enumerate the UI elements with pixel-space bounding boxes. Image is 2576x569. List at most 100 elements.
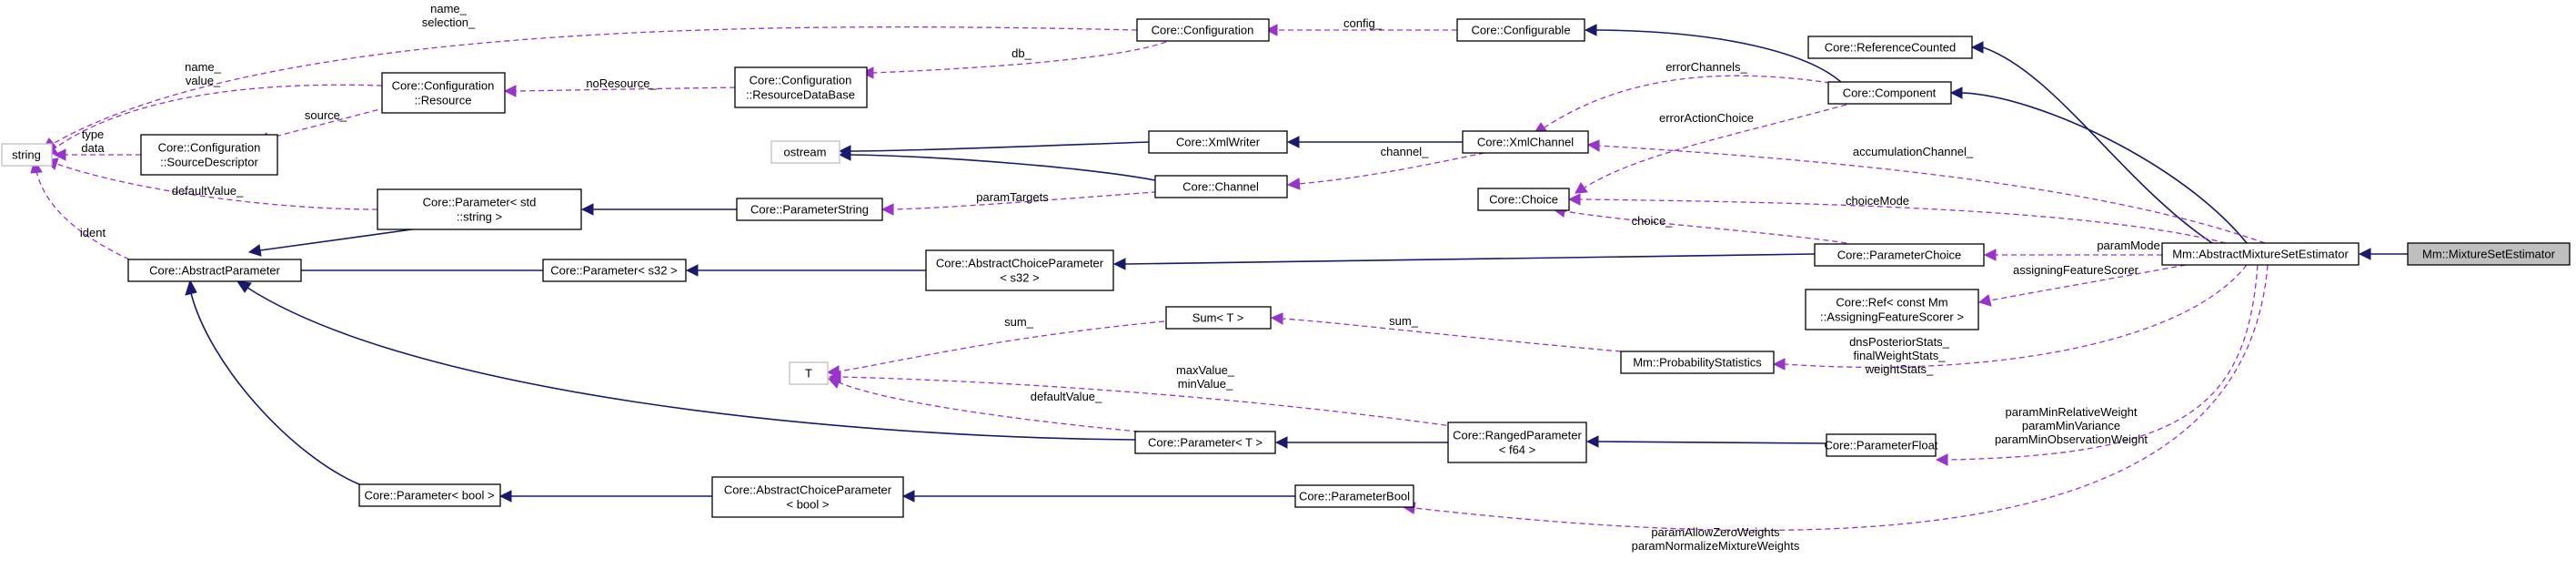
class-node-core-parameter-bool-class[interactable]: Core::ParameterBool xyxy=(1294,484,1414,508)
class-node-core-parameter-choice[interactable]: Core::ParameterChoice xyxy=(1814,243,1985,267)
edge-sum-to-t xyxy=(826,320,1174,378)
class-node-core-parameter-string[interactable]: Core::ParameterString xyxy=(736,198,883,221)
class-node-string[interactable]: string xyxy=(1,143,53,167)
svg-text:Core::ParameterBool: Core::ParameterBool xyxy=(1299,490,1410,503)
class-node-core-reference-counted[interactable]: Core::ReferenceCounted xyxy=(1807,36,1973,59)
class-node-core-parameter-bool[interactable]: Core::Parameter< bool > xyxy=(358,483,501,507)
class-node-core-ranged-parameter-f64[interactable]: Core::RangedParameter < f64 > xyxy=(1447,422,1587,463)
class-node-core-configurable[interactable]: Core::Configurable xyxy=(1456,18,1585,42)
edge-abstract-estimator-to-xml-channel xyxy=(1586,139,2266,244)
edge-parameter-bool-to-abstract-parameter xyxy=(185,279,360,485)
svg-text:value_: value_ xyxy=(186,74,221,87)
edge-label-error-channels: errorChannels_ xyxy=(1665,60,1747,74)
class-node-core-configuration-source-descriptor[interactable]: Core::Configuration ::SourceDescriptor xyxy=(140,134,278,176)
class-node-core-parameter-s32[interactable]: Core::Parameter< s32 > xyxy=(542,259,687,282)
class-node-mm-probability-statistics[interactable]: Mm::ProbabilityStatistics xyxy=(1620,351,1775,374)
svg-text:::Resource: ::Resource xyxy=(415,94,472,107)
class-node-core-parameter-float[interactable]: Core::ParameterFloat xyxy=(1825,433,1938,457)
class-node-mm-abstract-mixture-set-estimator[interactable]: Mm::AbstractMixtureSetEstimator xyxy=(2161,242,2360,266)
edge-label-config: config_ xyxy=(1343,16,1383,30)
edge-label-float-params: paramMinRelativeWeight paramMinVariance … xyxy=(1995,405,2148,446)
svg-text:string: string xyxy=(12,148,41,162)
svg-text:Core::Configuration: Core::Configuration xyxy=(392,79,495,93)
svg-text:dnsPosteriorStats_: dnsPosteriorStats_ xyxy=(1849,335,1950,349)
edge-channel-to-ostream xyxy=(838,148,1156,181)
class-node-core-configuration[interactable]: Core::Configuration xyxy=(1136,18,1270,42)
svg-text:Mm::MixtureSetEstimator: Mm::MixtureSetEstimator xyxy=(2422,248,2556,261)
edge-label-source: source_ xyxy=(305,108,347,122)
edge-abstract-estimator-to-parameter-float xyxy=(1935,264,2259,466)
edge-component-to-choice xyxy=(1575,104,1847,194)
svg-text:Core::XmlWriter: Core::XmlWriter xyxy=(1176,136,1261,149)
svg-text:Core::Ref< const Mm: Core::Ref< const Mm xyxy=(1836,296,1947,310)
edge-parameter-float-to-ranged-parameter xyxy=(1585,435,1827,448)
svg-text:Core::Parameter< s32 >: Core::Parameter< s32 > xyxy=(550,264,677,278)
edge-label-type-data: type data xyxy=(81,127,105,155)
svg-text:maxValue_: maxValue_ xyxy=(1176,363,1235,377)
edge-configuration-to-resource-database xyxy=(860,41,1167,79)
svg-text:paramNormalizeMixtureWeights: paramNormalizeMixtureWeights xyxy=(1632,539,1800,553)
svg-text:Sum< T >: Sum< T > xyxy=(1192,311,1244,325)
svg-text:::SourceDescriptor: ::SourceDescriptor xyxy=(160,156,258,169)
edge-abstract-choice-s32-to-parameter-s32 xyxy=(685,264,926,277)
svg-text:Core::AbstractChoiceParameter: Core::AbstractChoiceParameter xyxy=(724,483,892,497)
svg-text:minValue_: minValue_ xyxy=(1178,377,1233,391)
edge-label-channel: channel_ xyxy=(1381,145,1430,158)
edge-component-to-configurable xyxy=(1584,24,1843,84)
svg-text:name_: name_ xyxy=(185,60,222,74)
class-node-sum-t[interactable]: Sum< T > xyxy=(1165,306,1272,330)
edge-label-name-selection: name_ selection_ xyxy=(422,2,476,29)
class-node-core-abstract-choice-parameter-bool[interactable]: Core::AbstractChoiceParameter < bool > xyxy=(711,476,904,518)
edge-parameter-string-to-parameter-std-string xyxy=(580,203,737,216)
svg-text:Core::XmlChannel: Core::XmlChannel xyxy=(1477,136,1574,149)
edge-ranged-parameter-to-parameter-t xyxy=(1274,436,1448,449)
edge-label-accumulation-channel: accumulationChannel_ xyxy=(1853,145,1974,158)
edge-label-no-resource: noResource_ xyxy=(586,76,657,90)
svg-text:Core::Configurable: Core::Configurable xyxy=(1471,24,1570,37)
edge-label-choice: choice_ xyxy=(1632,214,1674,228)
class-node-core-parameter-t[interactable]: Core::Parameter< T > xyxy=(1134,431,1276,454)
class-node-mm-mixture-set-estimator[interactable]: Mm::MixtureSetEstimator xyxy=(2407,242,2571,266)
svg-text:Core::AbstractChoiceParameter: Core::AbstractChoiceParameter xyxy=(936,257,1104,270)
edge-parameter-choice-to-choice xyxy=(1552,205,1847,244)
edge-label-bool-params: paramAllowZeroWeights paramNormalizeMixt… xyxy=(1632,525,1800,553)
svg-text:name_: name_ xyxy=(430,2,468,15)
edge-abstract-estimator-to-reference-counted xyxy=(1970,41,2213,244)
svg-text:< s32 >: < s32 > xyxy=(1000,271,1039,285)
edge-abstract-estimator-to-component xyxy=(1949,86,2248,244)
svg-text:Core::Parameter< bool >: Core::Parameter< bool > xyxy=(364,489,494,503)
class-node-core-channel[interactable]: Core::Channel xyxy=(1154,175,1288,198)
edge-label-db: db_ xyxy=(1011,46,1031,60)
svg-text:Core::ReferenceCounted: Core::ReferenceCounted xyxy=(1825,41,1957,55)
class-node-core-component[interactable]: Core::Component xyxy=(1827,81,1952,105)
svg-text:paramMinObservationWeight: paramMinObservationWeight xyxy=(1995,432,2148,446)
edge-label-sum: sum_ xyxy=(1389,314,1419,328)
class-node-ostream[interactable]: ostream xyxy=(770,140,840,164)
svg-text:Core::Channel: Core::Channel xyxy=(1182,180,1259,194)
edge-source-descriptor-to-string xyxy=(53,148,141,161)
class-node-core-abstract-parameter[interactable]: Core::AbstractParameter xyxy=(127,259,302,282)
class-node-core-configuration-resource[interactable]: Core::Configuration ::Resource xyxy=(381,72,506,114)
edge-label-param-mode: paramMode xyxy=(2097,239,2159,252)
edge-label-choice-mode: choiceMode xyxy=(1846,194,1909,208)
class-node-core-choice[interactable]: Core::Choice xyxy=(1477,188,1570,211)
class-node-t[interactable]: T xyxy=(789,361,829,385)
svg-text:Core::AbstractParameter: Core::AbstractParameter xyxy=(149,264,280,278)
svg-text:Mm::ProbabilityStatistics: Mm::ProbabilityStatistics xyxy=(1633,356,1762,370)
edge-label-sum-t: sum_ xyxy=(1004,315,1034,329)
class-node-core-configuration-resource-database[interactable]: Core::Configuration ::ResourceDataBase xyxy=(734,66,868,108)
edge-ranged-parameter-to-t xyxy=(828,371,1465,429)
class-node-core-ref-assigning-feature-scorer[interactable]: Core::Ref< const Mm ::AssigningFeatureSc… xyxy=(1805,289,1979,330)
edge-abstract-estimator-to-ref-scorer xyxy=(1977,264,2187,307)
class-node-core-parameter-std-string[interactable]: Core::Parameter< std ::string > xyxy=(377,188,582,230)
svg-text:paramMinVariance: paramMinVariance xyxy=(2022,419,2120,432)
class-node-core-xml-writer[interactable]: Core::XmlWriter xyxy=(1148,130,1288,154)
edge-parameter-t-to-t xyxy=(828,376,1149,433)
svg-text:Core::Component: Core::Component xyxy=(1843,86,1937,100)
svg-text:::string >: ::string > xyxy=(457,210,502,224)
class-node-core-abstract-choice-parameter-s32[interactable]: Core::AbstractChoiceParameter < s32 > xyxy=(925,249,1114,291)
edge-abstract-parameter-to-string xyxy=(30,158,130,260)
svg-text:Core::Configuration: Core::Configuration xyxy=(750,74,852,87)
class-node-core-xml-channel[interactable]: Core::XmlChannel xyxy=(1462,130,1589,154)
